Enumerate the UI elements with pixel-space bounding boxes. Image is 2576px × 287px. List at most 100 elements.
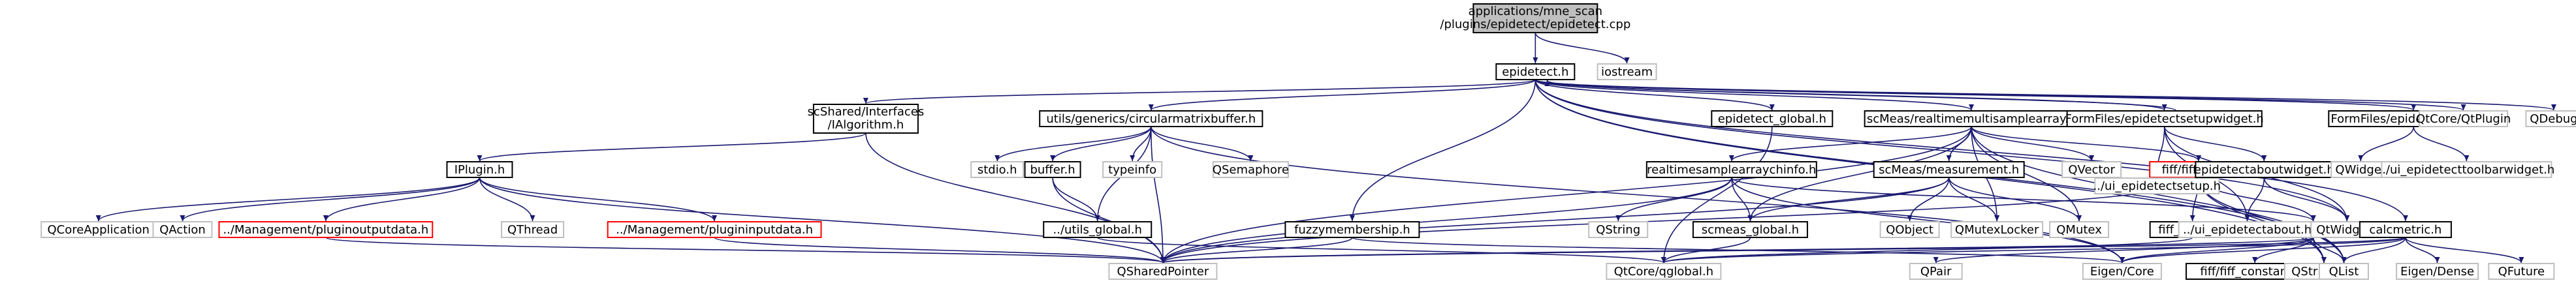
graph-node-ui-setup: ../ui_epidetectsetup.h [2093,177,2221,194]
graph-node-epidetect-global[interactable]: epidetect_global.h [1711,110,1834,127]
edge-circbuffer-to-qsemaphore [1150,126,1254,162]
node-box [970,161,1025,178]
node-label: scmeas_global.h [1702,223,1799,237]
edge-plugininput-to-qsharedpointer [714,237,1166,264]
edge-measurement-to-qobject [1907,177,1950,222]
edge-fifftypes-to-fiffconstants [2252,237,2314,264]
graph-node-ui-about: ../ui_epidetectabout.h [2178,221,2317,238]
graph-node-qwidget: QWidget [2330,161,2391,178]
edge-calcmetric-to-eigendense [2405,237,2440,264]
edge-epidetect_h-to-qdebug [1534,79,2556,111]
node-label: ../ui_epidetectabout.h [2183,223,2312,237]
edge-circbuffer-to-buffer [1050,126,1152,162]
node-box [2396,263,2479,280]
node-label: ../utils_global.h [1053,223,1142,237]
node-box [1284,221,1420,238]
edge-epidetect_h-to-fuzzy [1349,79,1536,222]
node-box [2318,263,2369,280]
graph-node-root[interactable]: applications/mne_scan/plugins/epidetect/… [1440,3,1630,33]
node-box [501,221,565,238]
node-box [2359,221,2452,238]
edge-circbuffer-to-eigencore [1150,126,2125,264]
node-box [2419,110,2509,127]
graph-node-fuzzy[interactable]: fuzzymembership.h [1284,221,1420,238]
edge-root-to-iostream [1534,32,1630,64]
node-box [1909,263,1963,280]
edge-calcmetric-to-qfuture [2405,237,2524,264]
graph-node-rtsci[interactable]: realtimesamplearraychinfo.h [1646,161,1817,178]
node-box [1864,110,2079,127]
graph-node-calcmetric[interactable]: calcmetric.h [2359,221,2452,238]
graph-node-qvector: QVector [2061,161,2122,178]
graph-node-qmutexlocker: QMutexLocker [1950,221,2044,238]
node-label: QFuture [2498,265,2545,279]
edge-iplugin-to-qaction [180,177,481,222]
node-layer: applications/mne_scan/plugins/epidetect/… [40,3,2576,280]
node-label: stdio.h [978,163,1017,177]
node-box [2082,263,2162,280]
node-box [1950,221,2044,238]
edge-iplugin-to-qsharedpointer [479,177,1166,264]
graph-node-eigendense: Eigen/Dense [2396,263,2479,280]
edge-rtsci-to-fifftypes [1731,177,2316,222]
graph-node-utilsglobal[interactable]: ../utils_global.h [1043,221,1153,238]
edge-utilsglobal-to-qtglobal [1096,237,1666,264]
edge-iplugin-to-qthread [479,177,535,222]
graph-node-circbuffer[interactable]: utils/generics/circularmatrixbuffer.h [1039,110,1264,127]
edge-rtsci-to-qstring [1615,177,1732,222]
node-label: utils/generics/circularmatrixbuffer.h [1046,112,1256,126]
node-box [1606,263,1722,280]
graph-node-scmeasglobal[interactable]: scmeas_global.h [1692,221,1808,238]
graph-node-qpair: QPair [1909,263,1963,280]
graph-node-setupwidget[interactable]: FormFiles/epidetectsetupwidget.h [2065,110,2264,127]
graph-node-rtmsa[interactable]: scMeas/realtimemultisamplearray.h [1864,110,2079,127]
node-label: QCoreApplication [48,223,150,237]
graph-node-qcoreapp: QCoreApplication [40,221,157,238]
graph-node-epidetect-h[interactable]: epidetect.h [1495,63,1576,80]
node-box [1039,110,1264,127]
node-box [1646,161,1817,178]
node-box [1102,161,1163,178]
node-box [2061,161,2122,178]
graph-node-qstring: QString [1588,221,1649,238]
graph-node-plugininput: ../Management/plugininputdata.h [607,221,822,238]
graph-node-qlist: QList [2318,263,2369,280]
graph-node-qdebug: QDebug [2525,110,2576,127]
node-box [446,161,513,178]
edge-rtmsa-to-rtsci [1728,126,1972,162]
node-label: /plugins/epidetect/epidetect.cpp [1440,18,1630,31]
graph-node-ialgorithm[interactable]: scShared/Interfaces/IAlgorithm.h [808,104,925,134]
node-label: calcmetric.h [2369,223,2441,237]
edge-rtmsa-to-fiffinfo [1971,126,2202,162]
node-label: QString [1596,223,1640,237]
graph-node-qthread: QThread [501,221,565,238]
node-label: QObject [1886,223,1933,237]
node-label: QSharedPointer [1117,265,1209,279]
graph-node-aboutwidget[interactable]: epidetectaboutwidget.h [2194,161,2334,178]
node-label: QtCore/qglobal.h [1614,265,1713,279]
node-label: iostream [1601,65,1653,79]
edge-aboutwidget-to-qwidgets [2263,177,2350,222]
graph-node-iplugin[interactable]: IPlugin.h [446,161,513,178]
edge-setupwidget-to-aboutwidget [2163,126,2267,162]
edge-measurement-to-qsharedpointer [1160,177,1950,264]
node-label: /IAlgorithm.h [828,118,904,132]
edge-measurement-to-qmutex [1948,177,2082,222]
node-box [1043,221,1153,238]
node-label: QDebug [2530,112,2576,126]
edge-ialgorithm-to-iplugin [477,132,867,162]
edge-iplugin-to-pluginoutput [323,177,481,222]
graph-node-measurement[interactable]: scMeas/measurement.h [1873,161,2025,178]
node-label: QSemaphore [1213,163,1289,177]
node-box [2381,161,2552,178]
graph-node-typeinfo: typeinfo [1102,161,1163,178]
graph-node-qsharedpointer: QSharedPointer [1108,263,1218,280]
graph-node-qfuture: QFuture [2488,263,2555,280]
node-label: buffer.h [1030,163,1075,177]
node-box [2049,221,2110,238]
node-box [2195,161,2334,178]
graph-node-buffer[interactable]: buffer.h [1024,161,1081,178]
edge-iplugin-to-qcoreapp [95,177,481,222]
node-label: epidetectaboutwidget.h [2194,163,2334,177]
node-label: QThread [507,223,558,237]
